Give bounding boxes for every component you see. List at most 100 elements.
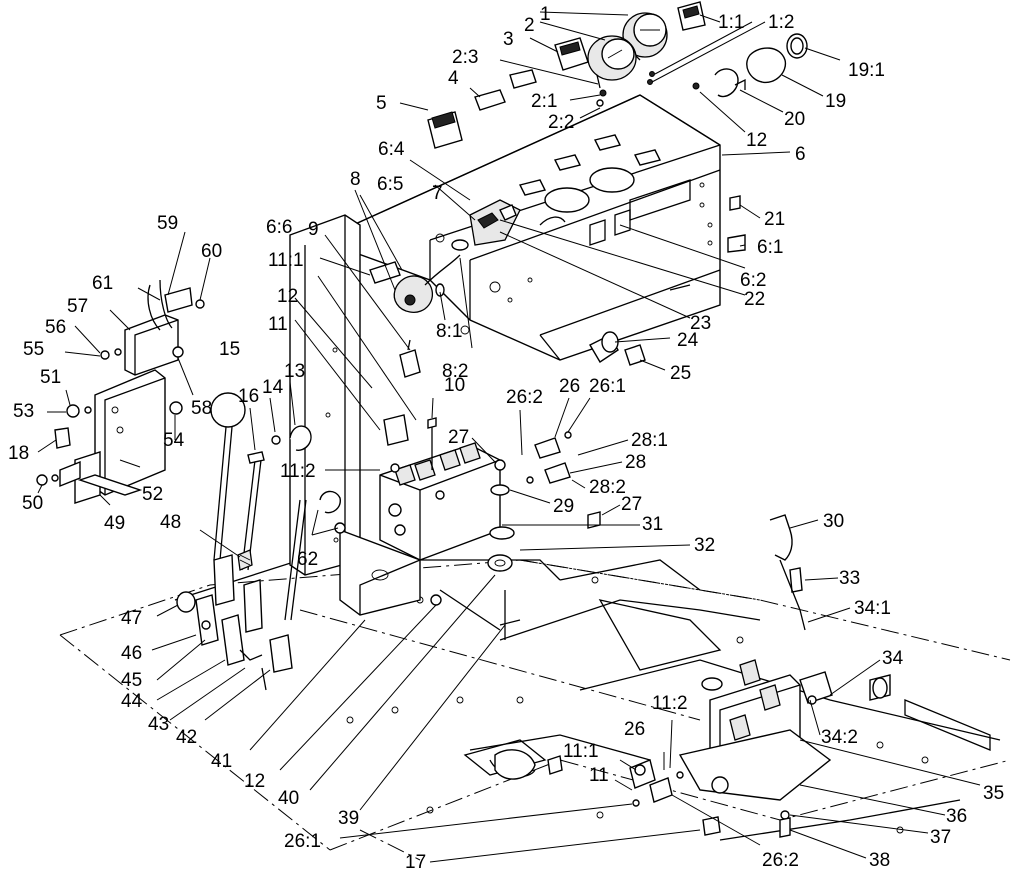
callout-53: 53: [13, 401, 34, 422]
callout-12-top: 12: [746, 130, 767, 151]
callout-34-1: 34:1: [854, 598, 891, 619]
callout-26-top: 26: [559, 376, 580, 397]
callout-6-5: 6:5: [377, 174, 403, 195]
callout-6-2: 6:2: [740, 270, 766, 291]
callout-2-2: 2:2: [548, 112, 574, 133]
callout-22: 22: [744, 289, 765, 310]
callout-2: 2: [524, 15, 535, 36]
callout-21: 21: [764, 209, 785, 230]
callout-16: 16: [238, 386, 259, 407]
callout-13: 13: [284, 361, 305, 382]
callout-59: 59: [157, 213, 178, 234]
callout-28-2: 28:2: [589, 477, 626, 498]
fuel-gauge: [587, 35, 637, 89]
callout-38: 38: [869, 850, 890, 871]
callout-30: 30: [823, 511, 844, 532]
callout-37: 37: [930, 827, 951, 848]
callout-27-mid: 27: [621, 494, 642, 515]
callout-23: 23: [690, 313, 711, 334]
bolts-21-6-1: [699, 195, 746, 253]
callout-39: 39: [338, 808, 359, 829]
callout-24: 24: [677, 330, 699, 351]
callout-61: 61: [92, 273, 113, 294]
callout-11-2-bottom: 11:2: [652, 693, 688, 714]
callout-27-top: 27: [448, 427, 469, 448]
callout-1: 1: [540, 4, 551, 25]
callout-29: 29: [553, 496, 574, 517]
callout-26-1-top: 26:1: [589, 376, 626, 397]
callout-11-1-bottom: 11:1: [563, 741, 599, 762]
callout-14: 14: [262, 377, 284, 398]
callout-62: 62: [297, 549, 318, 570]
callout-2-3: 2:3: [452, 47, 478, 68]
light-19: [714, 33, 808, 98]
callout-6-1: 6:1: [757, 237, 783, 258]
key-switch-7: [451, 199, 521, 251]
callout-10: 10: [444, 375, 465, 396]
callout-11-mid: 11: [268, 314, 288, 335]
callout-50: 50: [22, 493, 43, 514]
switch-5: [427, 111, 463, 149]
callout-6: 6: [795, 144, 806, 165]
left-bracket-assembly: [36, 279, 205, 504]
callout-2-1: 2:1: [531, 91, 557, 112]
callout-49: 49: [104, 513, 125, 534]
callout-3: 3: [503, 29, 514, 50]
callout-55: 55: [23, 339, 44, 360]
callout-48: 48: [160, 512, 181, 533]
callout-41: 41: [211, 751, 232, 772]
leader-lines: [37, 11, 981, 863]
callout-8-1: 8:1: [436, 321, 462, 342]
lower-fittings: [494, 749, 721, 836]
callout-26-1-bottom: 26:1: [284, 831, 321, 852]
plug-cover-4: [474, 69, 537, 111]
rocker-switch-3: [554, 37, 589, 71]
callout-42: 42: [176, 727, 197, 748]
callout-15: 15: [219, 339, 240, 360]
callout-36: 36: [946, 806, 967, 827]
callout-9: 9: [308, 219, 319, 240]
callout-34: 34: [882, 648, 904, 669]
callout-33: 33: [839, 568, 860, 589]
callout-35: 35: [983, 783, 1004, 804]
callout-46: 46: [121, 643, 142, 664]
callout-1-2: 1:2: [768, 12, 794, 33]
callout-8: 8: [350, 169, 361, 190]
callout-44: 44: [121, 691, 143, 712]
callout-labels: 1 2 1:1 1:2 3 2:3 19:1 4 2:1 19 5 2:2 20…: [8, 4, 1004, 873]
callout-19: 19: [825, 91, 846, 112]
callout-17: 17: [405, 852, 426, 873]
callout-26-bottom: 26: [624, 719, 645, 740]
callout-12-mid: 12: [277, 286, 298, 307]
callout-4: 4: [448, 68, 459, 89]
callout-6-6: 6:6: [266, 217, 292, 238]
callout-43: 43: [148, 714, 169, 735]
callout-11-1-top: 11:1: [268, 250, 304, 271]
callout-1-1: 1:1: [718, 12, 744, 33]
callout-31: 31: [642, 514, 663, 535]
control-panel-housing: [318, 94, 721, 361]
callout-25: 25: [670, 363, 691, 384]
callout-6-4: 6:4: [378, 139, 405, 160]
callout-11-2-top: 11:2: [280, 461, 316, 482]
callout-40: 40: [278, 788, 299, 809]
callout-11-bottom: 11: [589, 765, 609, 786]
callout-56: 56: [45, 317, 66, 338]
callout-12-bottom: 12: [244, 771, 265, 792]
hour-meter-gauge: [622, 12, 668, 61]
callout-28-1: 28:1: [631, 430, 668, 451]
callout-20: 20: [784, 109, 805, 130]
callout-52: 52: [142, 484, 163, 505]
callout-54: 54: [163, 430, 185, 451]
callout-19-1: 19:1: [848, 60, 885, 81]
throttle-control-8: [369, 254, 461, 378]
control-valve-31: [319, 414, 601, 640]
callout-47: 47: [121, 608, 142, 629]
callout-5: 5: [376, 93, 387, 114]
callout-58: 58: [191, 398, 212, 419]
callout-26-2-top: 26:2: [506, 387, 543, 408]
callout-18: 18: [8, 443, 29, 464]
relief-valve-assembly: [678, 514, 833, 838]
